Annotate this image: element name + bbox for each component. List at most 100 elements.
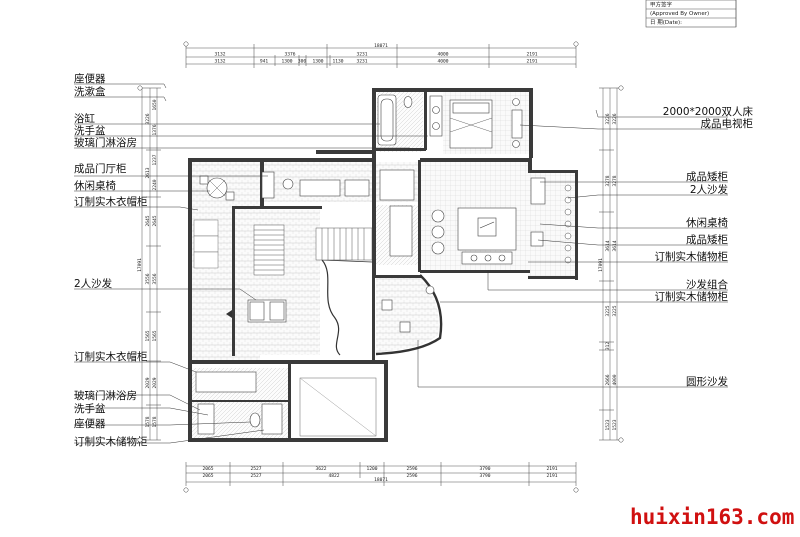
dim-right-6: 2666 [605,374,611,385]
label-shower-top: 玻璃门淋浴房 [74,136,137,149]
dim-right-r2-5: 4000 [612,374,618,385]
dim-bot-4: 1200 [366,466,377,472]
dim-bot-7: 2191 [546,466,557,472]
dim-top-r2-3: 1300 [281,59,292,65]
dim-left-r2-6: 3556 [152,273,158,284]
dim-top-r2-8: 4000 [437,59,448,65]
label-sofa-left: 2人沙发 [74,277,113,290]
dim-top-r2-2: 941 [260,59,269,65]
dim-left-3: 2645 [145,215,151,226]
label-storage-right-bottom: 订制实木储物柜 [655,290,729,303]
label-bathtub: 浴缸 [74,112,95,125]
label-shower-bottom: 玻璃门淋浴房 [74,389,137,402]
label-washbasin-top: 洗手盆 [74,124,106,137]
label-washbasin-bottom: 洗手盆 [74,402,106,415]
dim-right-3: 3614 [605,240,611,251]
dim-left-r2-4: 2240 [152,179,158,190]
label-double-bed: 2000*2000双人床 [663,105,754,118]
label-sofa-right: 2人沙发 [690,183,729,196]
label-leisure-table-left: 休闲桌椅 [74,179,116,192]
dim-left-r2-9: 1578 [152,416,158,427]
label-wardrobe-bottom: 订制实木衣帽柜 [74,350,148,363]
dim-left-total: 17091 [137,258,143,272]
dim-top-r2-6: 1130 [332,59,343,65]
dimension-right [599,87,621,441]
dim-right-r2-2: 3278 [612,175,618,186]
dim-bot-5: 2596 [406,466,417,472]
stairs [253,224,373,276]
dim-bot-r2-2: 2527 [250,473,261,479]
dim-left-1: 3226 [145,113,151,124]
dim-right-2: 3278 [605,175,611,186]
label-round-sofa: 圆形沙发 [686,375,728,388]
stair-void-curve [321,259,341,356]
dim-top-3: 3231 [356,52,367,58]
label-sofa-group: 沙发组合 [686,278,728,291]
dim-right-4: 3225 [605,305,611,316]
label-low-cabinet-bottom: 成品矮柜 [686,233,728,246]
dim-left-r2-5: 2645 [152,215,158,226]
dim-left-r2-1: 1650 [152,99,158,110]
dim-left-r2-8: 2029 [152,377,158,388]
dimension-bottom [185,462,577,486]
dim-bot-r2-5: 3790 [479,473,490,479]
title-block: 甲方签字 (Approved By Owner) 日 期(Date): [645,0,737,28]
dim-top-r2-7: 3231 [356,59,367,65]
label-hall-cabinet: 成品门厅柜 [74,162,127,175]
label-storage-right-top: 订制实木储物柜 [655,250,729,263]
label-leisure-table-right: 休闲桌椅 [686,216,728,229]
dim-top-r2-9: 2191 [526,59,537,65]
right-callouts: 2000*2000双人床 成品电视柜 成品矮柜 2人沙发 休闲桌椅 成品矮柜 订… [417,105,754,388]
dim-right-r2-1: 3226 [612,113,618,124]
dim-left-7: 1578 [145,416,151,427]
dim-bot-r2-4: 2596 [406,473,417,479]
label-storage-bottom: 订制实木储物柜 [74,435,148,448]
label-toilet-top: 座便器 [74,72,106,85]
dim-top-5: 2191 [526,52,537,58]
dim-bot-r2-6: 2191 [546,473,557,479]
dim-bot-r2-3: 4822 [328,473,339,479]
dim-left-5: 1565 [145,330,151,341]
dim-left-4: 3556 [145,273,151,284]
dim-top-r2-5: 1300 [312,59,323,65]
label-wardrobe-top: 订制实木衣帽柜 [74,195,148,208]
dimension-left [138,87,161,441]
title-block-owner: 甲方签字 [650,1,673,9]
label-toilet-bottom: 座便器 [74,417,106,430]
dim-right-5: 312 [605,342,611,351]
dim-bot-6: 3790 [479,466,490,472]
label-low-cabinet-top: 成品矮柜 [686,170,728,183]
title-block-approved: (Approved By Owner) [650,11,709,17]
dim-top-4: 4000 [437,52,448,58]
dim-bot-3: 3622 [315,466,326,472]
dim-left-2: 2613 [145,167,151,178]
dim-right-r2-6: 1523 [612,419,618,430]
dimension-top [185,44,577,68]
dim-bot-r2-1: 2065 [202,473,213,479]
dim-right-r2-3: 3614 [612,240,618,251]
dim-top-2: 3376 [284,52,295,58]
dim-right-r2-4: 3225 [612,305,618,316]
dim-bot-2: 2527 [250,466,261,472]
dim-bot-1: 2065 [202,466,213,472]
dim-right-total: 17091 [598,258,604,272]
dim-left-r2-3: 1237 [152,154,158,165]
axis-markers [137,41,624,493]
dim-top-total: 18071 [374,43,388,49]
label-tv-cabinet: 成品电视柜 [701,117,754,130]
dim-right-7: 1523 [605,419,611,430]
dim-top-1: 3132 [214,52,225,58]
dim-left-6: 2029 [145,377,151,388]
walls [188,88,578,442]
dim-left-r2-2: 1376 [152,124,158,135]
dim-bot-total: 18071 [374,477,388,483]
title-block-date: 日 期(Date): [650,19,682,26]
dim-top-r2-1: 3132 [214,59,225,65]
left-callouts: 座便器 洗漱盒 浴缸 洗手盆 玻璃门淋浴房 成品门厅柜 休闲桌椅 订制实木衣帽柜… [74,72,428,448]
watermark: huixin163.com [630,505,794,529]
dim-left-r2-7: 1565 [152,330,158,341]
dim-right-1: 3226 [605,113,611,124]
dim-top-r2-4: 300 [298,59,307,65]
furniture [193,94,572,437]
